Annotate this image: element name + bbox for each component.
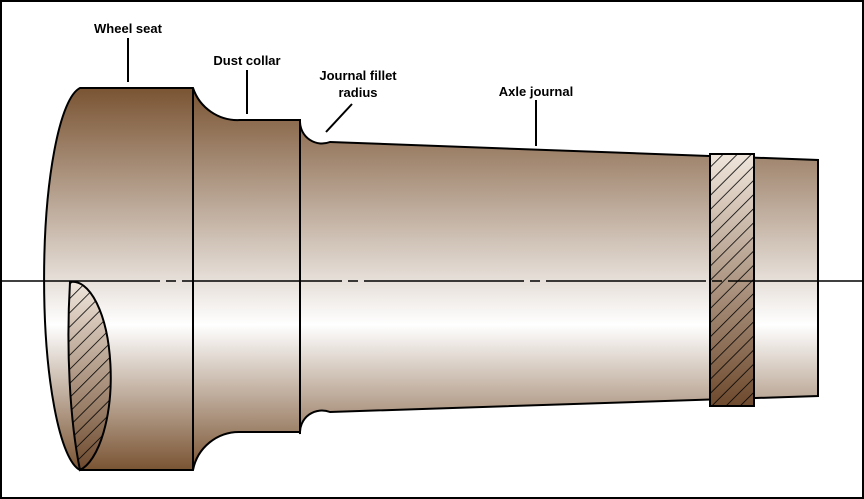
axle-body bbox=[43, 87, 819, 471]
journal-fillet-leader bbox=[325, 103, 353, 133]
wheel-seat-label: Wheel seat bbox=[94, 21, 163, 36]
journal-fillet-label-line2: radius bbox=[338, 85, 377, 100]
journal-band-hatch bbox=[709, 153, 755, 407]
journal-fillet-label-line1: Journal fillet bbox=[319, 68, 397, 83]
axle-journal-label: Axle journal bbox=[499, 84, 573, 99]
dust-collar-label: Dust collar bbox=[213, 53, 280, 68]
wheel-seat-section-hatch bbox=[67, 280, 112, 472]
